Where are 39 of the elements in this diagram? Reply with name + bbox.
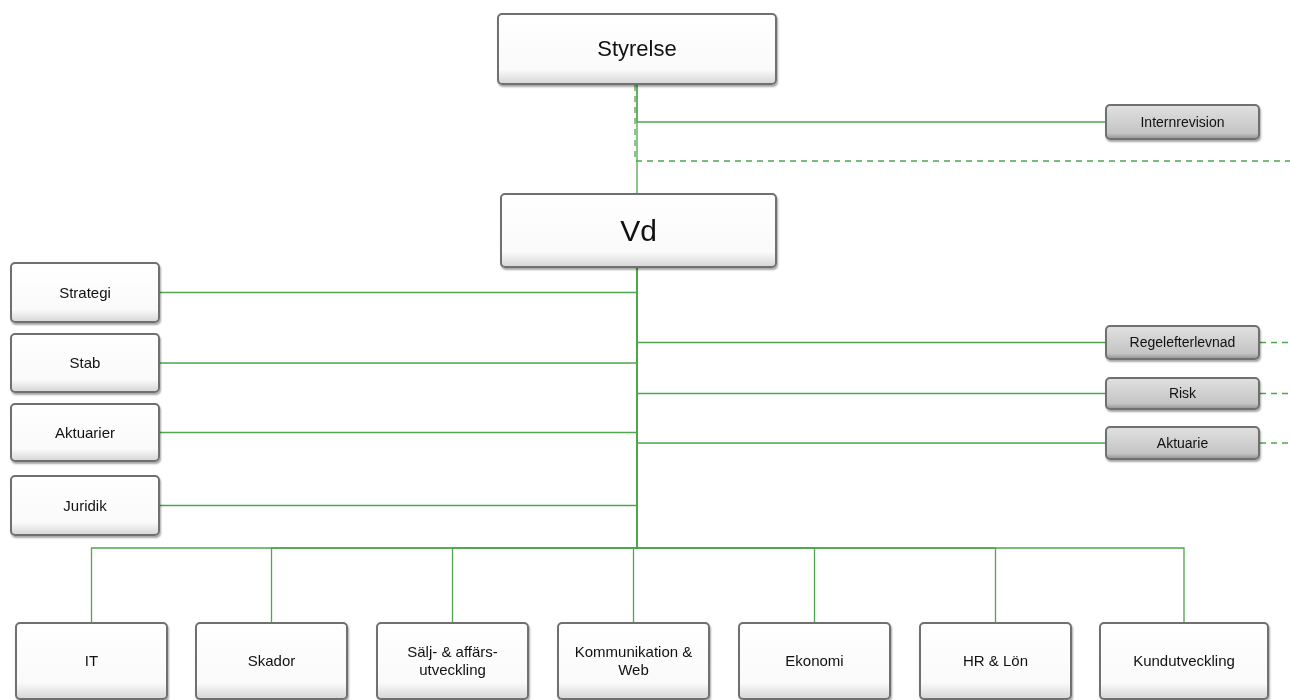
box-label: Sälj- & affärs- utveckling [406, 643, 499, 679]
box-label: Kommunikation & Web [573, 643, 694, 679]
org-box [500, 193, 777, 268]
function-box [1105, 377, 1260, 410]
dashed-connector [634, 84, 1290, 162]
dashed-connector [1259, 442, 1290, 444]
org-box [497, 13, 777, 85]
box-label: Strategi [58, 283, 112, 302]
org-box [15, 622, 168, 700]
box-label: Aktuarier [54, 423, 116, 442]
dashed-connector [1259, 341, 1290, 344]
box-label: IT [83, 652, 100, 670]
function-box [1105, 325, 1260, 360]
box-label: Juridik [62, 496, 108, 515]
dashed-connector [1259, 392, 1290, 395]
connector-line [636, 84, 1106, 123]
org-box [10, 403, 160, 462]
box-label: Ekonomi [784, 652, 845, 670]
box-label: Styrelse [596, 35, 678, 63]
box-label: Aktuarie [1155, 434, 1210, 452]
function-box [1105, 104, 1260, 140]
box-label: Stab [68, 354, 102, 372]
org-box [738, 622, 891, 700]
org-box [10, 333, 160, 393]
box-label: Internrevision [1139, 113, 1226, 131]
box-label: Risk [1167, 385, 1198, 402]
box-label: Kundutveckling [1132, 652, 1236, 670]
function-box [1105, 426, 1260, 460]
org-box [376, 622, 529, 700]
org-box [10, 475, 160, 536]
org-box [557, 622, 710, 700]
box-label: Skador [246, 652, 297, 670]
org-box [195, 622, 348, 700]
box-label: Vd [619, 212, 658, 249]
box-label: HR & Lön [961, 652, 1029, 670]
box-label: Regelefterlevnad [1128, 334, 1237, 351]
org-box [10, 262, 160, 323]
org-box [919, 622, 1072, 700]
org-box [1099, 622, 1269, 700]
